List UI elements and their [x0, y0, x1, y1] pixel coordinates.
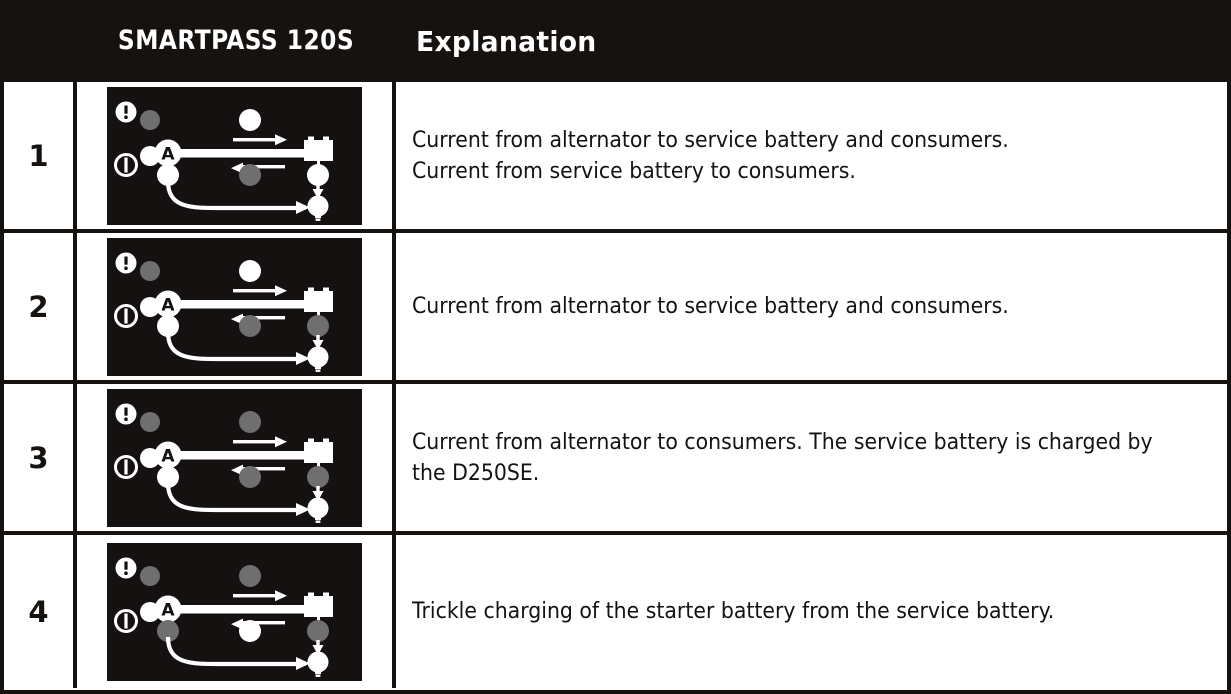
table-row: 1 A — [4, 82, 1227, 233]
smartpass-state-diagram: A — [107, 388, 362, 527]
node-battery-dot — [307, 465, 329, 488]
table-row: 4 A — [4, 535, 1227, 688]
alternator-node: A — [154, 139, 182, 166]
explanation-cell: Current from alternator to service batte… — [396, 233, 1227, 380]
table-header: SMARTPASS 120S Explanation — [0, 0, 1231, 82]
battery-icon — [304, 136, 333, 167]
table-row: 2 A — [4, 233, 1227, 384]
smartpass-state-diagram: A — [107, 237, 362, 376]
node-top-dot — [239, 564, 261, 587]
arrow-down — [312, 183, 324, 199]
node-alternator-dot — [157, 163, 179, 186]
warning-led-dot — [140, 260, 160, 281]
row-number-cell: 4 — [4, 535, 77, 688]
warning-icon — [115, 252, 137, 273]
smartpass-state-diagram: A — [107, 86, 362, 225]
row-number-cell: 3 — [4, 384, 77, 531]
row-number: 4 — [28, 594, 49, 629]
header-cell-number — [0, 0, 77, 82]
light-bulb-icon — [307, 651, 329, 677]
table-row: 3 A — [4, 384, 1227, 535]
node-battery-dot — [307, 314, 329, 337]
warning-led-dot — [140, 565, 160, 586]
alternator-label: A — [161, 600, 175, 620]
alternator-node: A — [154, 290, 182, 317]
alternator-label: A — [161, 446, 175, 466]
alternator-label: A — [161, 144, 175, 164]
row-number-cell: 1 — [4, 82, 77, 229]
header-cell-device: SMARTPASS 120S — [77, 0, 396, 82]
main-bus-bar — [170, 450, 309, 459]
explanation-text: Current from alternator to service batte… — [412, 127, 1009, 184]
diagram-cell: A — [77, 535, 396, 688]
header-cell-explanation: Explanation — [396, 0, 1231, 82]
node-middle-dot — [239, 619, 261, 642]
power-icon — [114, 454, 138, 479]
explanation-cell: Trickle charging of the starter battery … — [396, 535, 1227, 688]
arrow-down — [312, 485, 324, 501]
alternator-node: A — [154, 441, 182, 468]
node-alternator-dot — [157, 465, 179, 488]
row-number: 2 — [28, 289, 49, 324]
node-battery-dot — [307, 163, 329, 186]
main-bus-bar — [170, 299, 309, 308]
row-number: 3 — [28, 440, 49, 475]
explanation-cell: Current from alternator to service batte… — [396, 82, 1227, 229]
arrow-down — [312, 639, 324, 655]
diagram-cell: A — [77, 233, 396, 380]
node-alternator-dot — [157, 619, 179, 642]
explanation-text: Trickle charging of the starter battery … — [412, 599, 1055, 624]
curve-to-bulb — [165, 636, 310, 670]
diagram-cell: A — [77, 384, 396, 531]
node-top-dot — [239, 108, 261, 131]
power-icon — [114, 303, 138, 328]
warning-led-dot — [140, 411, 160, 432]
node-alternator-dot — [157, 314, 179, 337]
alternator-node: A — [154, 595, 182, 622]
warning-icon — [115, 101, 137, 122]
header-explanation-title: Explanation — [416, 24, 597, 58]
node-top-dot — [239, 259, 261, 282]
arrow-right — [233, 284, 287, 296]
explanation-cell: Current from alternator to consumers. Th… — [396, 384, 1227, 531]
node-middle-dot — [239, 314, 261, 337]
curve-to-bulb — [165, 482, 310, 516]
battery-icon — [304, 438, 333, 469]
arrow-right — [233, 589, 287, 601]
warning-icon — [115, 557, 137, 578]
arrow-down — [312, 334, 324, 350]
header-device-title: SMARTPASS 120S — [118, 25, 355, 56]
alternator-label: A — [161, 295, 175, 315]
warning-icon — [115, 403, 137, 424]
arrow-right — [233, 133, 287, 145]
warning-led-dot — [140, 109, 160, 130]
battery-icon — [304, 287, 333, 318]
light-bulb-icon — [307, 346, 329, 372]
arrow-right — [233, 435, 287, 447]
power-icon — [114, 152, 138, 177]
node-battery-dot — [307, 619, 329, 642]
row-number-cell: 2 — [4, 233, 77, 380]
light-bulb-icon — [307, 497, 329, 523]
node-middle-dot — [239, 163, 261, 186]
curve-to-bulb — [165, 180, 310, 214]
explanation-text: Current from alternator to service batte… — [412, 294, 1009, 319]
smartpass-state-diagram: A — [107, 542, 362, 681]
main-bus-bar — [170, 604, 309, 613]
table-body: 1 A — [0, 82, 1231, 694]
explanation-text: Current from alternator to consumers. Th… — [412, 429, 1153, 486]
power-icon — [114, 608, 138, 633]
node-middle-dot — [239, 465, 261, 488]
main-bus-bar — [170, 148, 309, 157]
node-top-dot — [239, 410, 261, 433]
row-number: 1 — [28, 138, 49, 173]
curve-to-bulb — [165, 331, 310, 365]
battery-icon — [304, 592, 333, 623]
light-bulb-icon — [307, 195, 329, 221]
diagram-cell: A — [77, 82, 396, 229]
